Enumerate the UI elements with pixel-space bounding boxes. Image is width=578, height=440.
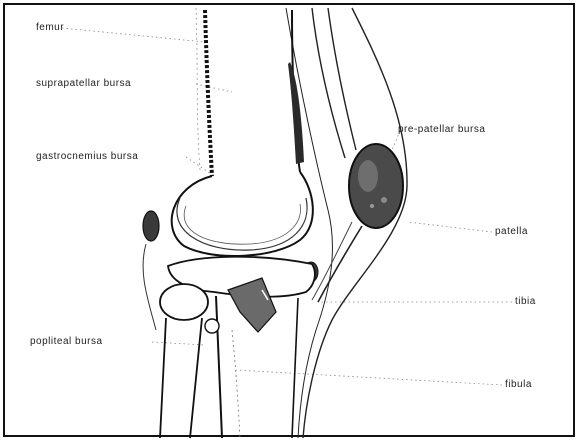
patellar-ligament	[318, 226, 362, 302]
label-prepatellar-bursa: pre-patellar bursa	[398, 124, 485, 135]
posterior-muscle-line	[196, 8, 200, 170]
popliteal-outline	[143, 244, 156, 330]
label-suprapatellar-bursa: suprapatellar bursa	[36, 78, 131, 89]
femur-shape	[172, 10, 313, 256]
fibula-shape	[160, 284, 219, 438]
patella-shape	[349, 144, 403, 228]
label-patella: patella	[495, 226, 528, 237]
label-gastrocnemius-bursa: gastrocnemius bursa	[36, 151, 138, 162]
label-popliteal-bursa: popliteal bursa	[30, 336, 103, 347]
label-femur: femur	[36, 22, 64, 33]
label-fibula: fibula	[505, 379, 532, 390]
posterior-bursa-shape	[143, 211, 159, 241]
label-tibia: tibia	[515, 296, 536, 307]
